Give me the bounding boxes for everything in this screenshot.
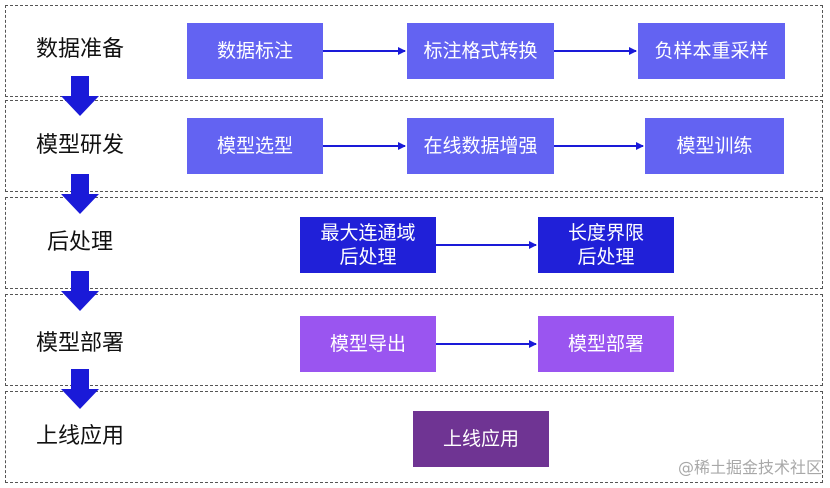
stage-box-model-dev — [5, 100, 823, 192]
node-negative-sample-resampling: 负样本重采样 — [638, 23, 785, 79]
stage-box-online — [5, 391, 823, 483]
node-online-application: 上线应用 — [413, 411, 549, 467]
node-annotation-format-conversion: 标注格式转换 — [407, 23, 554, 79]
stage-box-postprocess — [5, 197, 823, 289]
stage-label-deploy: 模型部署 — [35, 331, 124, 356]
node-model-export: 模型导出 — [300, 316, 436, 372]
node-model-deployment: 模型部署 — [538, 316, 674, 372]
node-data-annotation: 数据标注 — [187, 23, 323, 79]
stage-box-deploy — [5, 294, 823, 386]
stage-label-model-dev: 模型研发 — [35, 133, 124, 158]
node-length-limit: 长度界限 后处理 — [538, 217, 674, 273]
stage-arrow-4 — [61, 369, 99, 409]
node-model-selection: 模型选型 — [187, 118, 323, 174]
node-model-training: 模型训练 — [645, 118, 784, 174]
stage-label-postprocess: 后处理 — [46, 230, 113, 255]
stage-arrow-3 — [61, 271, 99, 311]
stage-box-data-prep — [5, 5, 823, 97]
stage-label-data-prep: 数据准备 — [35, 37, 124, 62]
node-online-data-augmentation: 在线数据增强 — [407, 118, 554, 174]
node-length-limit-line1: 长度界限 — [567, 222, 644, 244]
stage-arrow-1 — [61, 76, 99, 116]
watermark: @稀土掘金技术社区 — [677, 458, 822, 477]
stage-label-online: 上线应用 — [35, 424, 124, 449]
node-largest-connected-component-line2: 后处理 — [339, 246, 397, 268]
node-largest-connected-component: 最大连通域 后处理 — [300, 217, 436, 273]
stage-arrow-2 — [61, 174, 99, 214]
node-largest-connected-component-line1: 最大连通域 — [320, 222, 416, 244]
node-length-limit-line2: 后处理 — [577, 246, 635, 268]
